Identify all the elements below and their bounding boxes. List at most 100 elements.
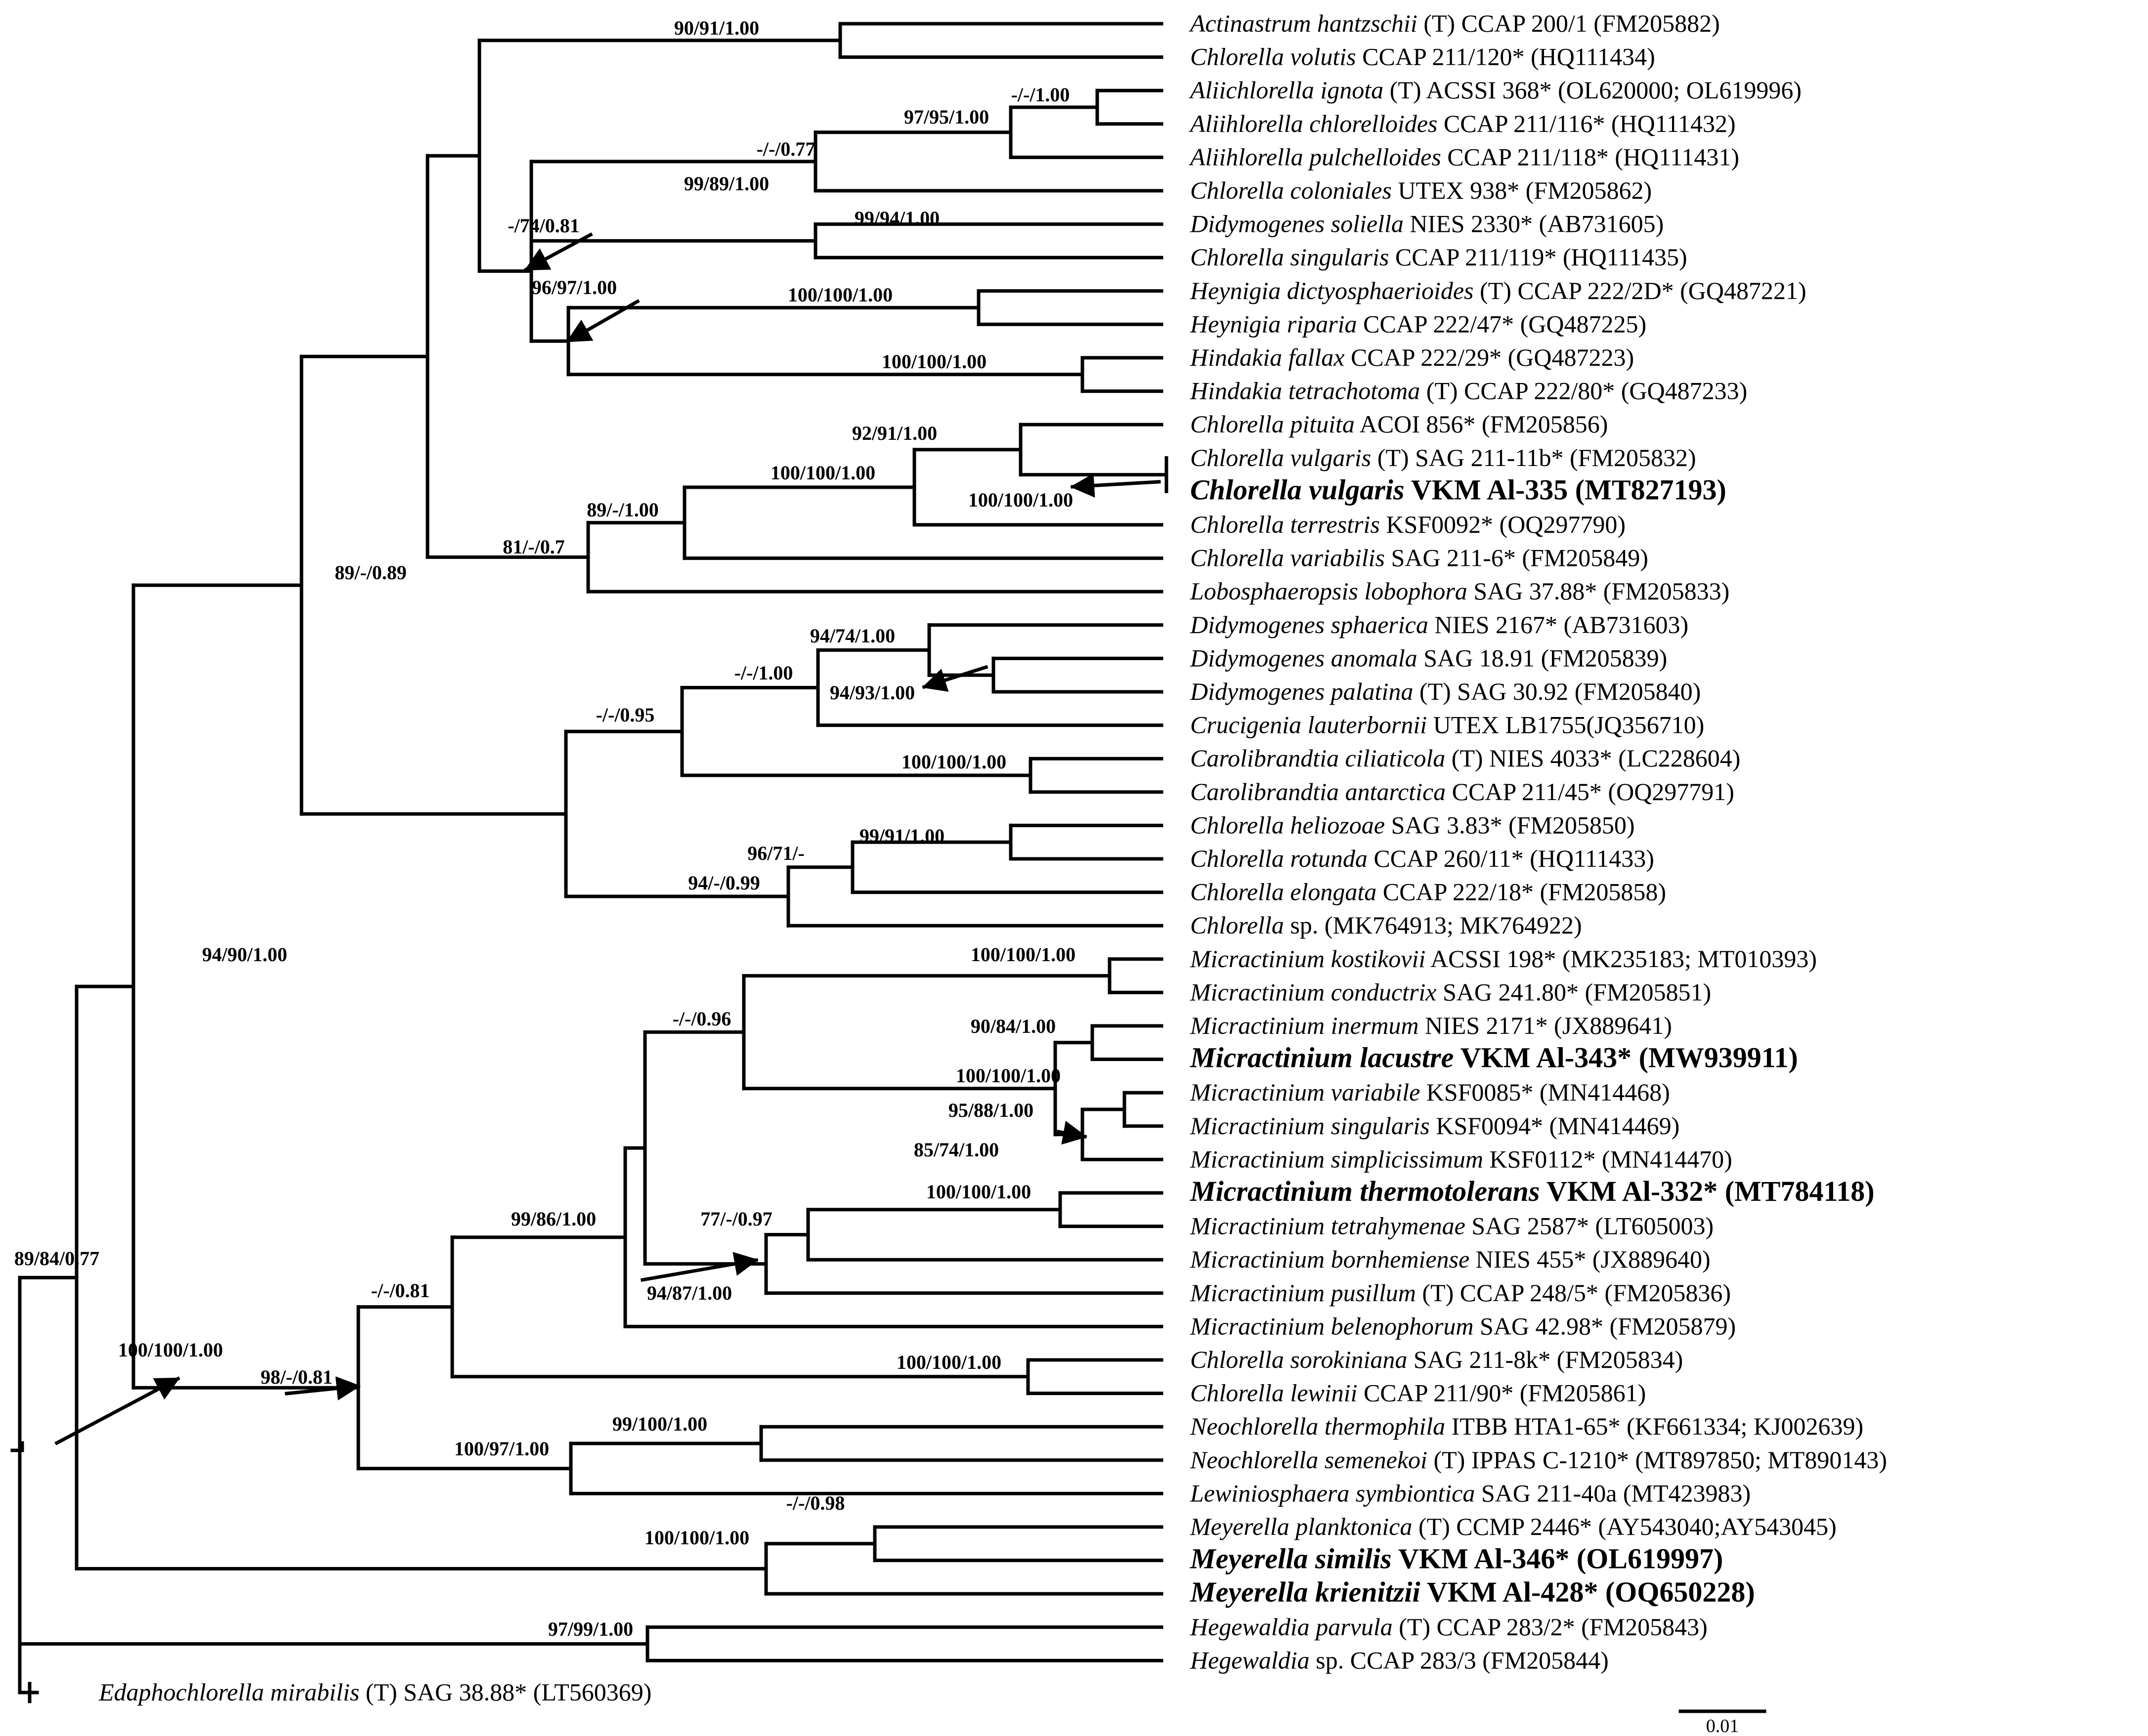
- pointer-arrow: [54, 1376, 180, 1445]
- strain-accession: UTEX 938* (FM205862): [1392, 176, 1652, 204]
- leaf-label: Aliichlorella ignota (T) ACSSI 368* (OL6…: [1189, 76, 1802, 104]
- taxon-name: Carolibrandtia antarctica: [1190, 778, 1446, 805]
- taxon-name: Chlorella volutis: [1190, 43, 1356, 71]
- strain-accession: (T) CCMP 2446* (AY543040;AY543045): [1412, 1513, 1836, 1540]
- taxon-name: Lobosphaeropsis lobophora: [1190, 577, 1467, 605]
- pointer-arrow: [640, 1252, 759, 1282]
- strain-accession: SAG 211-8k* (FM205834): [1407, 1346, 1683, 1373]
- taxon-name: Hindakia fallax: [1190, 343, 1344, 371]
- taxon-name: Hegewaldia parvula: [1190, 1613, 1393, 1641]
- support-value: 90/91/1.00: [674, 17, 759, 39]
- support-value: 100/100/1.00: [956, 1064, 1061, 1087]
- leaf-label: Chlorella sp. (MK764913; MK764922): [1190, 911, 1582, 939]
- support-value: 100/100/1.00: [926, 1181, 1031, 1203]
- taxon-name: Micractinium inermum: [1190, 1012, 1418, 1039]
- support-value: -/74/0.81: [508, 214, 580, 237]
- support-value: 100/100/1.00: [968, 489, 1073, 511]
- leaf-label: Meyerella krienitzii VKM Al-428* (OQ6502…: [1190, 1576, 1755, 1608]
- strain-accession: CCAP 211/90* (FM205861): [1357, 1379, 1646, 1407]
- leaf-label: Chlorella volutis CCAP 211/120* (HQ11143…: [1190, 43, 1655, 71]
- leaf-label: Chlorella elongata CCAP 222/18* (FM20585…: [1190, 878, 1666, 906]
- strain-accession: SAG 18.91 (FM205839): [1418, 644, 1668, 672]
- tree-leaves: Actinastrum hantzschii (T) CCAP 200/1 (F…: [98, 9, 1887, 1706]
- strain-accession: VKM Al-343* (MW939911): [1454, 1042, 1798, 1074]
- leaf-label: Carolibrandtia ciliaticola (T) NIES 4033…: [1190, 744, 1740, 772]
- leaf-label: Micractinium belenophorum SAG 42.98* (FM…: [1190, 1312, 1736, 1340]
- taxon-name: Micractinium variabile: [1190, 1078, 1420, 1106]
- taxon-name: Neochlorella semenekoi: [1190, 1446, 1427, 1474]
- strain-accession: (T) IPPAS C-1210* (MT897850; MT890143): [1427, 1446, 1887, 1474]
- taxon-name: Heynigia riparia: [1190, 310, 1357, 338]
- taxon-name: Chlorella: [1190, 911, 1284, 939]
- strain-accession: CCAP 260/11* (HQ111433): [1368, 845, 1654, 872]
- taxon-name: Meyerella planktonica: [1190, 1513, 1412, 1540]
- support-value: 100/97/1.00: [454, 1438, 549, 1460]
- taxon-name: Chlorella terrestris: [1190, 510, 1380, 538]
- support-value: 99/100/1.00: [612, 1413, 707, 1435]
- support-value: 94/74/1.00: [810, 625, 895, 647]
- support-value: 90/84/1.00: [971, 1015, 1056, 1037]
- strain-accession: CCAP 211/45* (OQ297791): [1446, 778, 1734, 805]
- leaf-label: Crucigenia lauterbornii UTEX LB1755(JQ35…: [1190, 711, 1704, 739]
- strain-accession: KSF0085* (MN414468): [1420, 1078, 1670, 1106]
- taxon-name: Micractinium singularis: [1190, 1112, 1430, 1140]
- support-value: 100/100/1.00: [971, 943, 1075, 966]
- strain-accession: CCAP 211/116* (HQ111432): [1437, 110, 1735, 137]
- leaf-label: Chlorella vulgaris (T) SAG 211-11b* (FM2…: [1190, 444, 1696, 471]
- leaf-label: Micractinium variabile KSF0085* (MN41446…: [1190, 1078, 1670, 1106]
- taxon-name: Micractinium tetrahymenae: [1190, 1212, 1465, 1240]
- leaf-label: Lewiniosphaera symbiontica SAG 211-40a (…: [1190, 1479, 1751, 1507]
- leaf-label: Chlorella terrestris KSF0092* (OQ297790): [1190, 510, 1626, 538]
- leaf-label: Micractinium lacustre VKM Al-343* (MW939…: [1190, 1042, 1798, 1074]
- strain-accession: NIES 2167* (AB731603): [1428, 611, 1688, 638]
- strain-accession: ACOI 856* (FM205856): [1355, 410, 1608, 438]
- outgroup-label: Edaphochlorella mirabilis (T) SAG 38.88*…: [98, 1678, 651, 1706]
- support-value: 99/86/1.00: [511, 1208, 596, 1230]
- leaf-label: Hegewaldia sp. CCAP 283/3 (FM205844): [1190, 1646, 1609, 1674]
- support-value: 94/90/1.00: [202, 943, 287, 966]
- pointer-arrow: [1055, 1121, 1087, 1145]
- strain-accession: (T) NIES 4033* (LC228604): [1445, 744, 1740, 772]
- support-value: 100/100/1.00: [897, 1351, 1001, 1373]
- strain-accession: (T) CCAP 283/2* (FM205843): [1393, 1613, 1708, 1641]
- leaf-label: Didymogenes palatina (T) SAG 30.92 (FM20…: [1190, 677, 1701, 705]
- support-value: -/-/0.81: [371, 1279, 430, 1302]
- taxon-name: Micractinium belenophorum: [1190, 1312, 1474, 1340]
- taxon-name: Didymogenes soliella: [1190, 210, 1404, 238]
- strain-accession: KSF0112* (MN414470): [1483, 1145, 1732, 1173]
- support-value: 94/87/1.00: [647, 1282, 732, 1304]
- strain-accession: NIES 455* (JX889640): [1469, 1245, 1710, 1273]
- strain-accession: (T) SAG 38.88* (LT560369): [359, 1678, 651, 1706]
- taxon-name: Chlorella singularis: [1190, 243, 1389, 271]
- strain-accession: VKM Al-346* (OL619997): [1392, 1543, 1723, 1575]
- leaf-label: Chlorella vulgaris VKM Al-335 (MT827193): [1190, 473, 1726, 506]
- support-value: -/-/0.98: [786, 1492, 845, 1514]
- leaf-label: Micractinium inermum NIES 2171* (JX88964…: [1190, 1012, 1672, 1039]
- taxon-name: Micractinium bornhemiense: [1190, 1245, 1469, 1273]
- leaf-label: Didymogenes anomala SAG 18.91 (FM205839): [1190, 644, 1667, 672]
- taxon-name: Crucigenia lauterbornii: [1190, 711, 1427, 739]
- leaf-label: Chlorella heliozoae SAG 3.83* (FM205850): [1190, 811, 1635, 839]
- strain-accession: (T) ACSSI 368* (OL620000; OL619996): [1383, 76, 1802, 104]
- leaf-label: Actinastrum hantzschii (T) CCAP 200/1 (F…: [1189, 9, 1720, 37]
- strain-accession: CCAP 211/119* (HQ111435): [1389, 243, 1687, 271]
- strain-accession: (T) SAG 211-11b* (FM205832): [1371, 444, 1696, 471]
- strain-accession: VKM Al-335 (MT827193): [1404, 473, 1726, 506]
- support-values: 90/91/1.00-/-/1.0097/95/1.00-/-/0.7799/8…: [14, 17, 1075, 1640]
- strain-accession: SAG 3.83* (FM205850): [1385, 811, 1635, 839]
- taxon-name: Edaphochlorella mirabilis: [98, 1678, 359, 1706]
- leaf-label: Aliihlorella pulchelloides CCAP 211/118*…: [1189, 143, 1739, 170]
- leaf-label: Micractinium tetrahymenae SAG 2587* (LT6…: [1190, 1212, 1714, 1240]
- taxon-name: Chlorella elongata: [1190, 878, 1376, 906]
- leaf-label: Hindakia tetrachotoma (T) CCAP 222/80* (…: [1190, 377, 1747, 405]
- strain-accession: (T) CCAP 248/5* (FM205836): [1416, 1279, 1731, 1307]
- strain-accession: SAG 241.80* (FM205851): [1437, 978, 1712, 1006]
- leaf-label: Micractinium bornhemiense NIES 455* (JX8…: [1190, 1245, 1711, 1273]
- taxon-name: Micractinium conductrix: [1190, 978, 1437, 1006]
- support-value: -/-/1.00: [1011, 84, 1070, 106]
- strain-accession: NIES 2330* (AB731605): [1404, 210, 1664, 238]
- support-value: 100/100/1.00: [118, 1339, 223, 1361]
- leaf-label: Chlorella rotunda CCAP 260/11* (HQ111433…: [1190, 845, 1654, 872]
- taxon-name: Hegewaldia: [1190, 1646, 1310, 1674]
